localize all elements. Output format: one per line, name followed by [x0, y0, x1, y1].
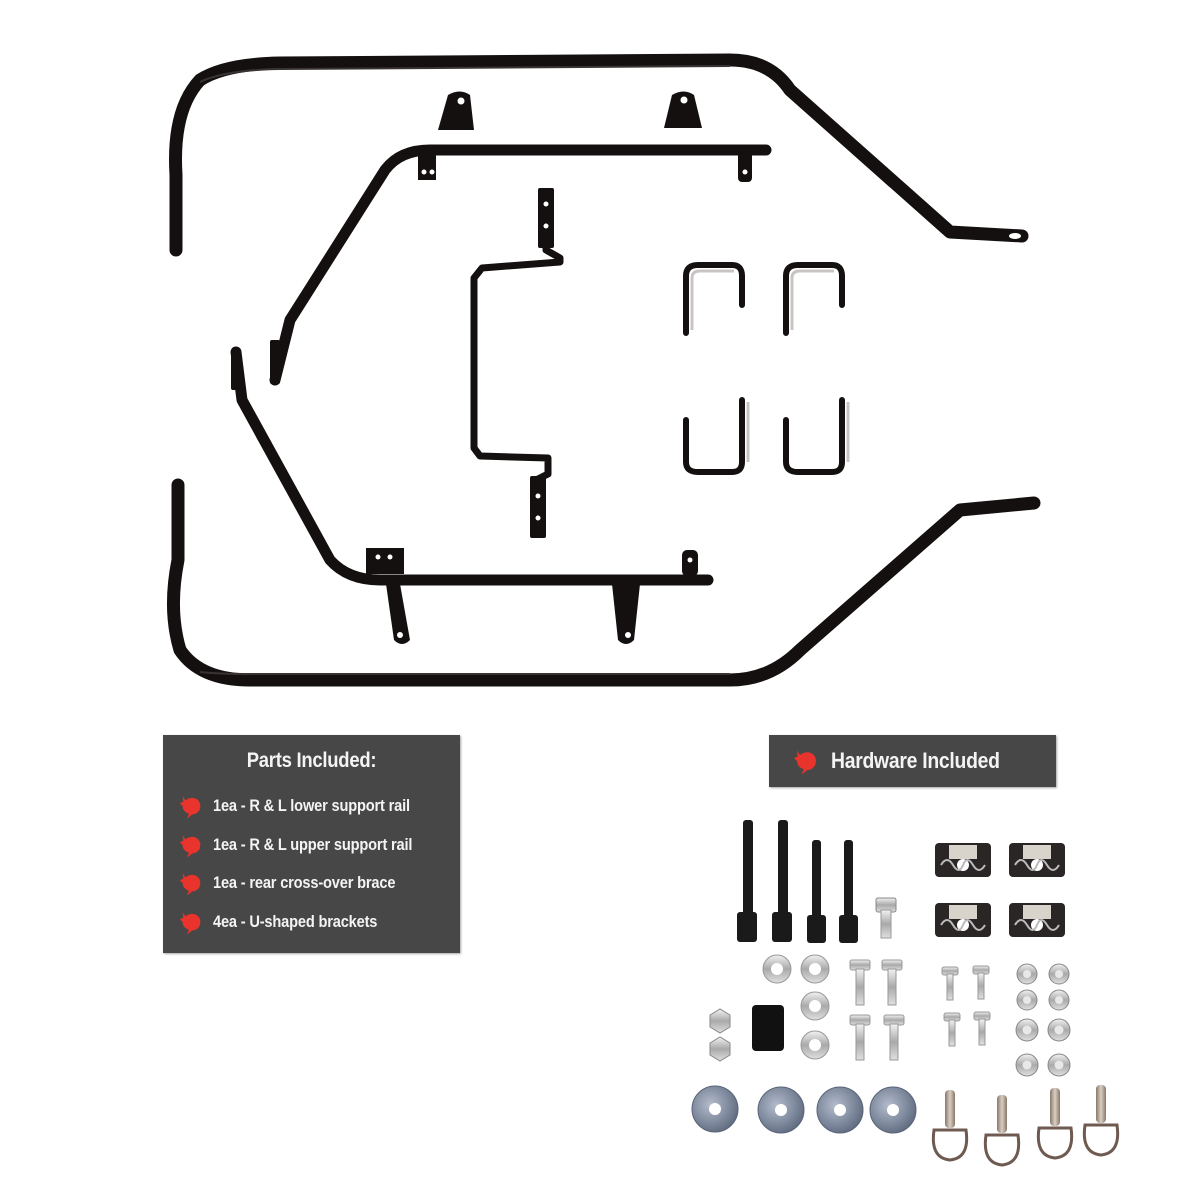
red-logo-icon — [179, 834, 201, 858]
parts-included-panel: Parts Included: 1ea - R & L lower suppor… — [163, 735, 460, 953]
parts-item-label: 1ea - R & L upper support rail — [213, 834, 413, 854]
red-logo-icon — [179, 873, 201, 896]
parts-list-item: 4ea - U-shaped brackets — [177, 903, 445, 942]
spacer — [752, 1005, 784, 1051]
red-logo-icon — [179, 911, 201, 935]
red-logo-icon — [179, 796, 201, 819]
lower-inner-rail — [230, 346, 714, 644]
parts-item-label: 1ea - rear cross-over brace — [213, 873, 396, 893]
rear-cross-over-brace — [470, 188, 564, 538]
parts-item-label: 4ea - U-shaped brackets — [213, 911, 378, 931]
upper-outer-rail — [169, 53, 1029, 257]
parts-included-title: Parts Included: — [246, 749, 377, 772]
hardware-included-title: Hardware Included — [831, 748, 1000, 773]
flange-bolt — [875, 897, 897, 939]
u-brackets — [683, 262, 845, 475]
parts-item-label: 1ea - R & L lower support rail — [213, 796, 410, 816]
lock-nuts — [1015, 963, 1071, 1077]
red-logo-icon — [794, 750, 816, 775]
hex-nuts — [709, 1008, 731, 1062]
hardware-included-panel: Hardware Included — [769, 735, 1056, 787]
socket-head-bolts — [737, 820, 858, 943]
parts-list: 1ea - R & L lower support rail 1ea - R &… — [177, 787, 445, 941]
parts-list-item: 1ea - R & L lower support rail — [177, 787, 445, 826]
quick-release-pins — [931, 1085, 1120, 1167]
spring-clip-nuts — [935, 843, 1065, 937]
lower-outer-rail — [167, 478, 1041, 687]
fender-washers — [691, 1085, 917, 1134]
parts-list-item: 1ea - rear cross-over brace — [177, 864, 445, 903]
hex-flange-bolts — [849, 959, 991, 1061]
upper-inner-rail — [269, 144, 772, 386]
parts-list-item: 1ea - R & L upper support rail — [177, 826, 445, 865]
